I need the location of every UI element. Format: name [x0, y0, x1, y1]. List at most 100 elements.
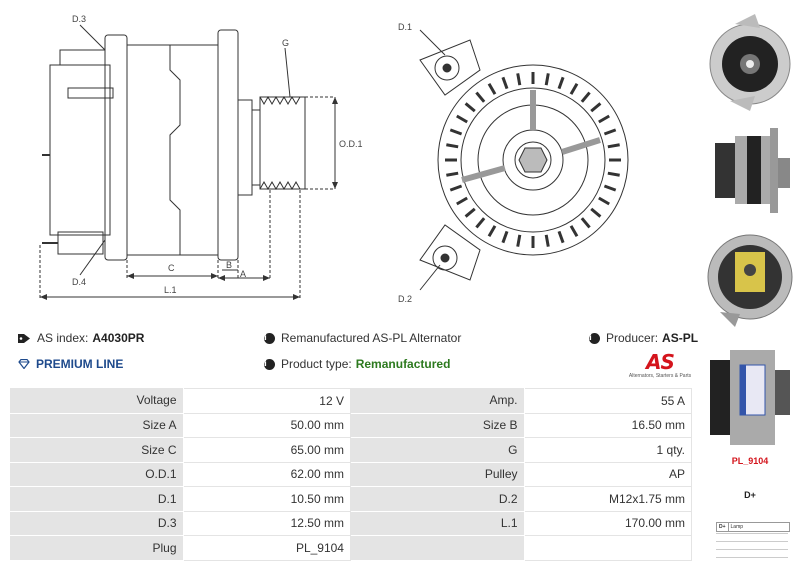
vent-slot	[475, 91, 486, 103]
premium-line-label: PREMIUM LINE	[36, 357, 124, 371]
diamond-icon	[18, 359, 30, 369]
as-index-value: A4030PR	[92, 331, 145, 345]
spec-value: 55 A	[524, 388, 692, 414]
label-d3: D.3	[72, 14, 86, 24]
logo-subtitle: Alternators, Starters & Parts	[628, 373, 692, 379]
vent-slot	[598, 114, 610, 124]
vent-slot	[475, 217, 486, 229]
label-l1: L.1	[164, 285, 177, 295]
spec-value: 1 qty.	[524, 438, 692, 463]
plug-code-label: PL_9104	[731, 456, 769, 466]
vent-slot	[446, 143, 459, 149]
thumbnail-label-side[interactable]	[705, 340, 795, 450]
vent-slot	[569, 225, 579, 237]
premium-line-row: PREMIUM LINE	[18, 357, 123, 371]
vent-slot	[580, 91, 591, 103]
product-type-value: Remanufactured	[355, 357, 451, 371]
pin-table-row	[716, 541, 788, 542]
as-index-row: AS index: A4030PR	[18, 331, 144, 345]
vent-slot	[456, 114, 468, 124]
tag-icon	[18, 333, 30, 343]
pin-name: D+	[717, 523, 729, 531]
label-od1: O.D.1	[339, 139, 363, 149]
spec-value: 12.50 mm	[183, 511, 351, 536]
product-type-label: Product type:	[281, 357, 352, 371]
vent-slot	[487, 225, 497, 237]
vent-slots	[445, 72, 621, 248]
label-d4: D.4	[72, 277, 86, 287]
spec-label	[350, 536, 525, 561]
producer-row: i Producer: AS-PL	[589, 331, 698, 345]
spec-value: PL_9104	[183, 536, 351, 561]
vent-slot	[449, 184, 463, 192]
producer-value: AS-PL	[662, 331, 699, 345]
vent-slot	[446, 171, 459, 177]
vent-slot	[516, 73, 522, 86]
description-row: i Remanufactured AS-PL Alternator	[264, 331, 461, 345]
vent-slot	[607, 171, 620, 177]
vent-slot	[603, 184, 617, 192]
product-type-row: i Product type: Remanufactured	[264, 357, 450, 371]
spec-label: D.2	[350, 487, 525, 512]
vent-slot	[449, 128, 463, 136]
vent-slot	[603, 128, 617, 136]
vent-slot	[590, 102, 602, 113]
vent-slot	[569, 83, 579, 95]
vent-slot	[557, 76, 565, 90]
spec-value: 65.00 mm	[183, 438, 351, 463]
spec-value: 50.00 mm	[183, 413, 351, 438]
producer-label: Producer:	[606, 331, 659, 345]
vent-slot	[580, 217, 591, 229]
vent-slot	[464, 102, 476, 113]
vent-slot	[544, 234, 550, 247]
vent-slot	[464, 207, 476, 218]
spec-label: Size B	[350, 413, 525, 438]
pin-table-row	[716, 549, 788, 550]
spec-value: AP	[524, 462, 692, 487]
spec-value: 170.00 mm	[524, 511, 692, 536]
spec-label: L.1	[350, 511, 525, 536]
spec-label: Voltage	[10, 388, 184, 414]
thumbnail-front[interactable]	[705, 6, 795, 116]
pin-table-row	[716, 557, 788, 558]
spec-value	[524, 536, 692, 561]
vent-slot	[501, 76, 509, 90]
rear-housing	[49, 64, 111, 236]
thumbnail-rear[interactable]	[705, 222, 795, 332]
label-b: B	[226, 260, 232, 270]
thumbnail-side[interactable]	[705, 118, 795, 218]
spec-label: Amp.	[350, 388, 525, 414]
technical-drawing: D.3 G O.D.1 D.4 C B A L.1 D.1 D.2	[39, 14, 629, 304]
info-icon: i	[264, 358, 275, 370]
stator-body	[126, 44, 219, 256]
vent-slot	[487, 83, 497, 95]
spec-value: 62.00 mm	[183, 462, 351, 487]
product-description: Remanufactured AS-PL Alternator	[281, 331, 462, 345]
label-d1: D.1	[398, 22, 412, 32]
plug-pin-table: D+ Lamp	[716, 522, 790, 532]
spec-label: Pulley	[350, 462, 525, 487]
label-c: C	[168, 263, 175, 273]
vent-slot	[516, 234, 522, 247]
spec-label: D.3	[10, 511, 184, 536]
spec-value: 10.50 mm	[183, 487, 351, 512]
vent-slot	[557, 230, 565, 244]
plug-pin-label: D+	[744, 490, 756, 500]
vent-slot	[607, 143, 620, 149]
spec-label: D.1	[10, 487, 184, 512]
spec-value: 12 V	[183, 388, 351, 414]
info-icon: i	[589, 332, 600, 344]
vent-slot	[598, 196, 610, 206]
vent-slot	[590, 207, 602, 218]
spec-value: 16.50 mm	[524, 413, 692, 438]
spec-label: Plug	[10, 536, 184, 561]
as-pl-logo: AS Alternators, Starters & Parts	[626, 352, 694, 382]
vent-slot	[501, 230, 509, 244]
